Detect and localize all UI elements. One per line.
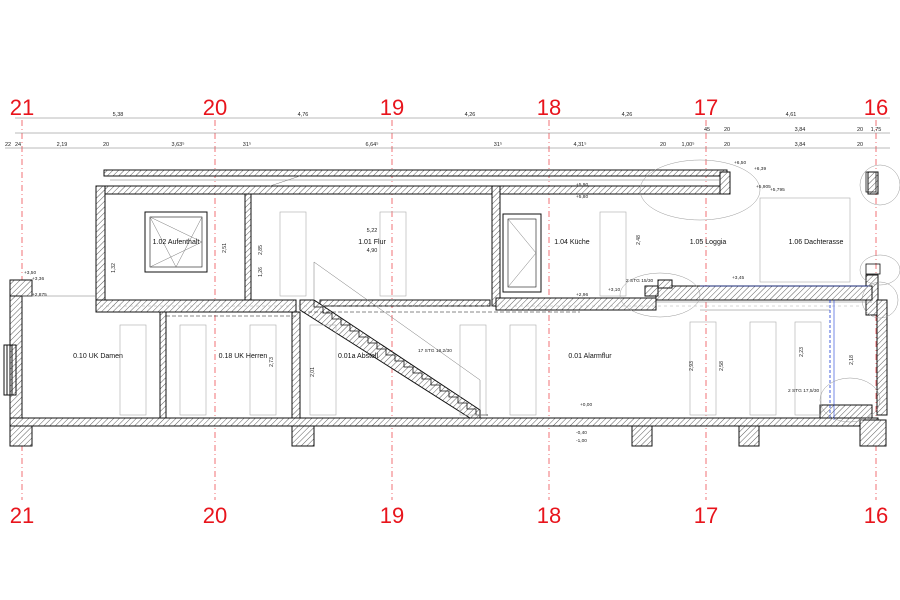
vdim: 2,48 [636, 235, 642, 245]
stair-label: 2 STG 15/30 [626, 278, 654, 284]
vdim: 2,58 [719, 361, 725, 371]
axis-label: 21 [10, 95, 34, 120]
dim-text: 3,84 [795, 127, 806, 133]
dim-text: 6,64⁵ [366, 141, 379, 148]
axis-label: 17 [694, 503, 718, 528]
level-mark: -0,40 [576, 430, 587, 436]
level-marks: +6,50 +6,39 +5,905 +5,795 +5,90 +5,80 +3… [24, 160, 785, 444]
room-label: 1.06 Dachterasse [789, 239, 844, 246]
vdim: 2,23 [799, 347, 805, 357]
level-mark: +2,875 [32, 292, 47, 298]
dim-text: 4,31⁵ [574, 141, 587, 148]
room-label: 1.02 Aufenthalt [153, 239, 200, 246]
dim-text: 24 [15, 142, 21, 148]
level-mark: +5,795 [770, 187, 785, 193]
dimension-chain-1: 5,38 4,76 4,26 4,26 4,61 [15, 112, 890, 119]
dim-text: 1,00⁵ [682, 141, 695, 148]
level-mark: +5,90 [576, 182, 588, 188]
upper-floor-slab [95, 285, 873, 313]
stair-labels: 17 STG 18,2/30 2 STG 15/30 2 STG 17,5/30 [418, 278, 820, 394]
terrace-details [619, 159, 900, 423]
level-mark: +5,905 [756, 184, 771, 190]
dim-text: 4,76 [298, 112, 309, 118]
vdim: 2,73 [269, 357, 275, 367]
axis-label: 20 [203, 95, 227, 120]
level-mark: +6,50 [734, 160, 746, 166]
axis-label: 19 [380, 95, 404, 120]
dim-text: 20 [660, 142, 666, 148]
room-label: 1.01 Flur [358, 239, 386, 246]
level-mark: +2,96 [576, 292, 588, 298]
room-labels-lower: 0.10 UK Damen 0.18 UK Herren 0.01a Abste… [73, 353, 612, 360]
vdim: 2,93 [689, 361, 695, 371]
dim-text: 31⁵ [494, 141, 502, 148]
dim-text: 4,61 [786, 112, 797, 118]
window-upper-left [144, 211, 208, 273]
ground-slab [9, 404, 887, 447]
axis-label: 18 [537, 503, 561, 528]
axis-label: 20 [203, 503, 227, 528]
stair-label: 17 STG 18,2/30 [418, 348, 452, 354]
vertical-dims: 2,51 2,73 2,93 2,58 2,23 2,18 2,01 2,48 … [111, 228, 855, 377]
level-mark: +6,39 [754, 166, 766, 172]
dim-text: 4,26 [465, 112, 476, 118]
dim-text: 45 [704, 127, 710, 133]
vdim: 2,01 [310, 367, 316, 377]
vdim: 2,85 [258, 245, 264, 255]
axis-label: 17 [694, 95, 718, 120]
dim-text: 4,26 [622, 112, 633, 118]
level-mark: -1,00 [576, 438, 587, 444]
dim-text: 20 [103, 142, 109, 148]
stair-label: 2 STG 17,5/30 [788, 388, 820, 394]
dim-text: 1,75 [871, 127, 882, 133]
dim-text: 3,84 [795, 142, 806, 148]
axis-label: 18 [537, 95, 561, 120]
axis-label: 16 [864, 95, 888, 120]
vdim: 2,18 [849, 355, 855, 365]
dim-text: 20 [857, 142, 863, 148]
dimension-chain-2: 45 20 3,84 20 1,75 [15, 127, 890, 134]
level-mark: +3,50 [24, 270, 36, 276]
axis-label: 21 [10, 503, 34, 528]
room-label: 0.01a Abstell [338, 353, 379, 360]
dim-text: 20 [724, 127, 730, 133]
dimension-chain-3: 22 24 2,19 20 3,63⁵ 31⁵ 6,64⁵ 31⁵ 4,31⁵ … [5, 141, 890, 149]
room-label: 0.10 UK Damen [73, 353, 123, 360]
dim-text: 20 [857, 127, 863, 133]
door-outlines [119, 197, 851, 416]
dim-text: 20 [724, 142, 730, 148]
vdim: 2,51 [222, 243, 228, 253]
left-balcony [3, 279, 96, 427]
dim-text: 5,38 [113, 112, 124, 118]
room-label: 1.05 Loggia [690, 239, 727, 246]
vdim: 1,32 [111, 263, 117, 273]
window-upper-kitchen [502, 213, 542, 293]
room-label: 0.01 Alarmflur [568, 353, 612, 360]
roof-structure [103, 169, 879, 195]
axis-labels-bottom: 21 20 19 18 17 16 [10, 503, 888, 528]
room-label: 0.18 UK Herren [219, 353, 268, 360]
level-mark: +0,00 [580, 402, 592, 408]
level-mark: +3,45 [732, 275, 744, 281]
room-labels-upper: 1.02 Aufenthalt 1.01 Flur 1.04 Küche 1.0… [153, 239, 844, 246]
dim-text: 22 [5, 142, 11, 148]
dashed-lines [100, 305, 860, 317]
level-mark: +5,80 [576, 194, 588, 200]
room-label: 1.04 Küche [554, 239, 590, 246]
dim-text: 5,22 [367, 228, 378, 234]
axis-label: 19 [380, 503, 404, 528]
level-mark: +3,36 [32, 276, 44, 282]
main-staircase [299, 261, 488, 419]
level-mark: +3,10 [608, 287, 620, 293]
dim-text: 2,19 [57, 142, 68, 148]
dim-text: 4,90 [367, 248, 378, 254]
dim-text: 3,63⁵ [172, 141, 185, 148]
dim-text: 31⁵ [243, 141, 251, 148]
axis-label: 16 [864, 503, 888, 528]
axis-labels-top: 21 20 19 18 17 16 [10, 95, 888, 120]
vdim: 1,26 [258, 267, 264, 277]
